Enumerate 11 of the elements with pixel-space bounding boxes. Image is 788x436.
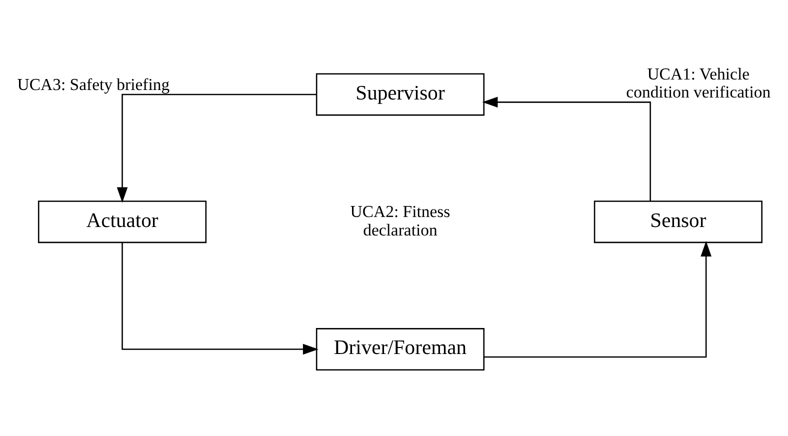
node-box: Supervisor bbox=[316, 73, 485, 116]
edge-label: UCA1: Vehicle condition verification bbox=[626, 64, 771, 102]
arrow bbox=[122, 242, 318, 355]
node-box: Actuator bbox=[38, 200, 207, 244]
arrow bbox=[484, 241, 712, 358]
edge-label: UCA3: Safety briefing bbox=[17, 74, 170, 94]
node-box: Driver/Foreman bbox=[316, 328, 485, 370]
arrow bbox=[482, 96, 651, 202]
arrow bbox=[116, 94, 316, 203]
label: UCA2: Fitness declaration bbox=[350, 202, 450, 240]
node-box: Sensor bbox=[594, 200, 762, 244]
